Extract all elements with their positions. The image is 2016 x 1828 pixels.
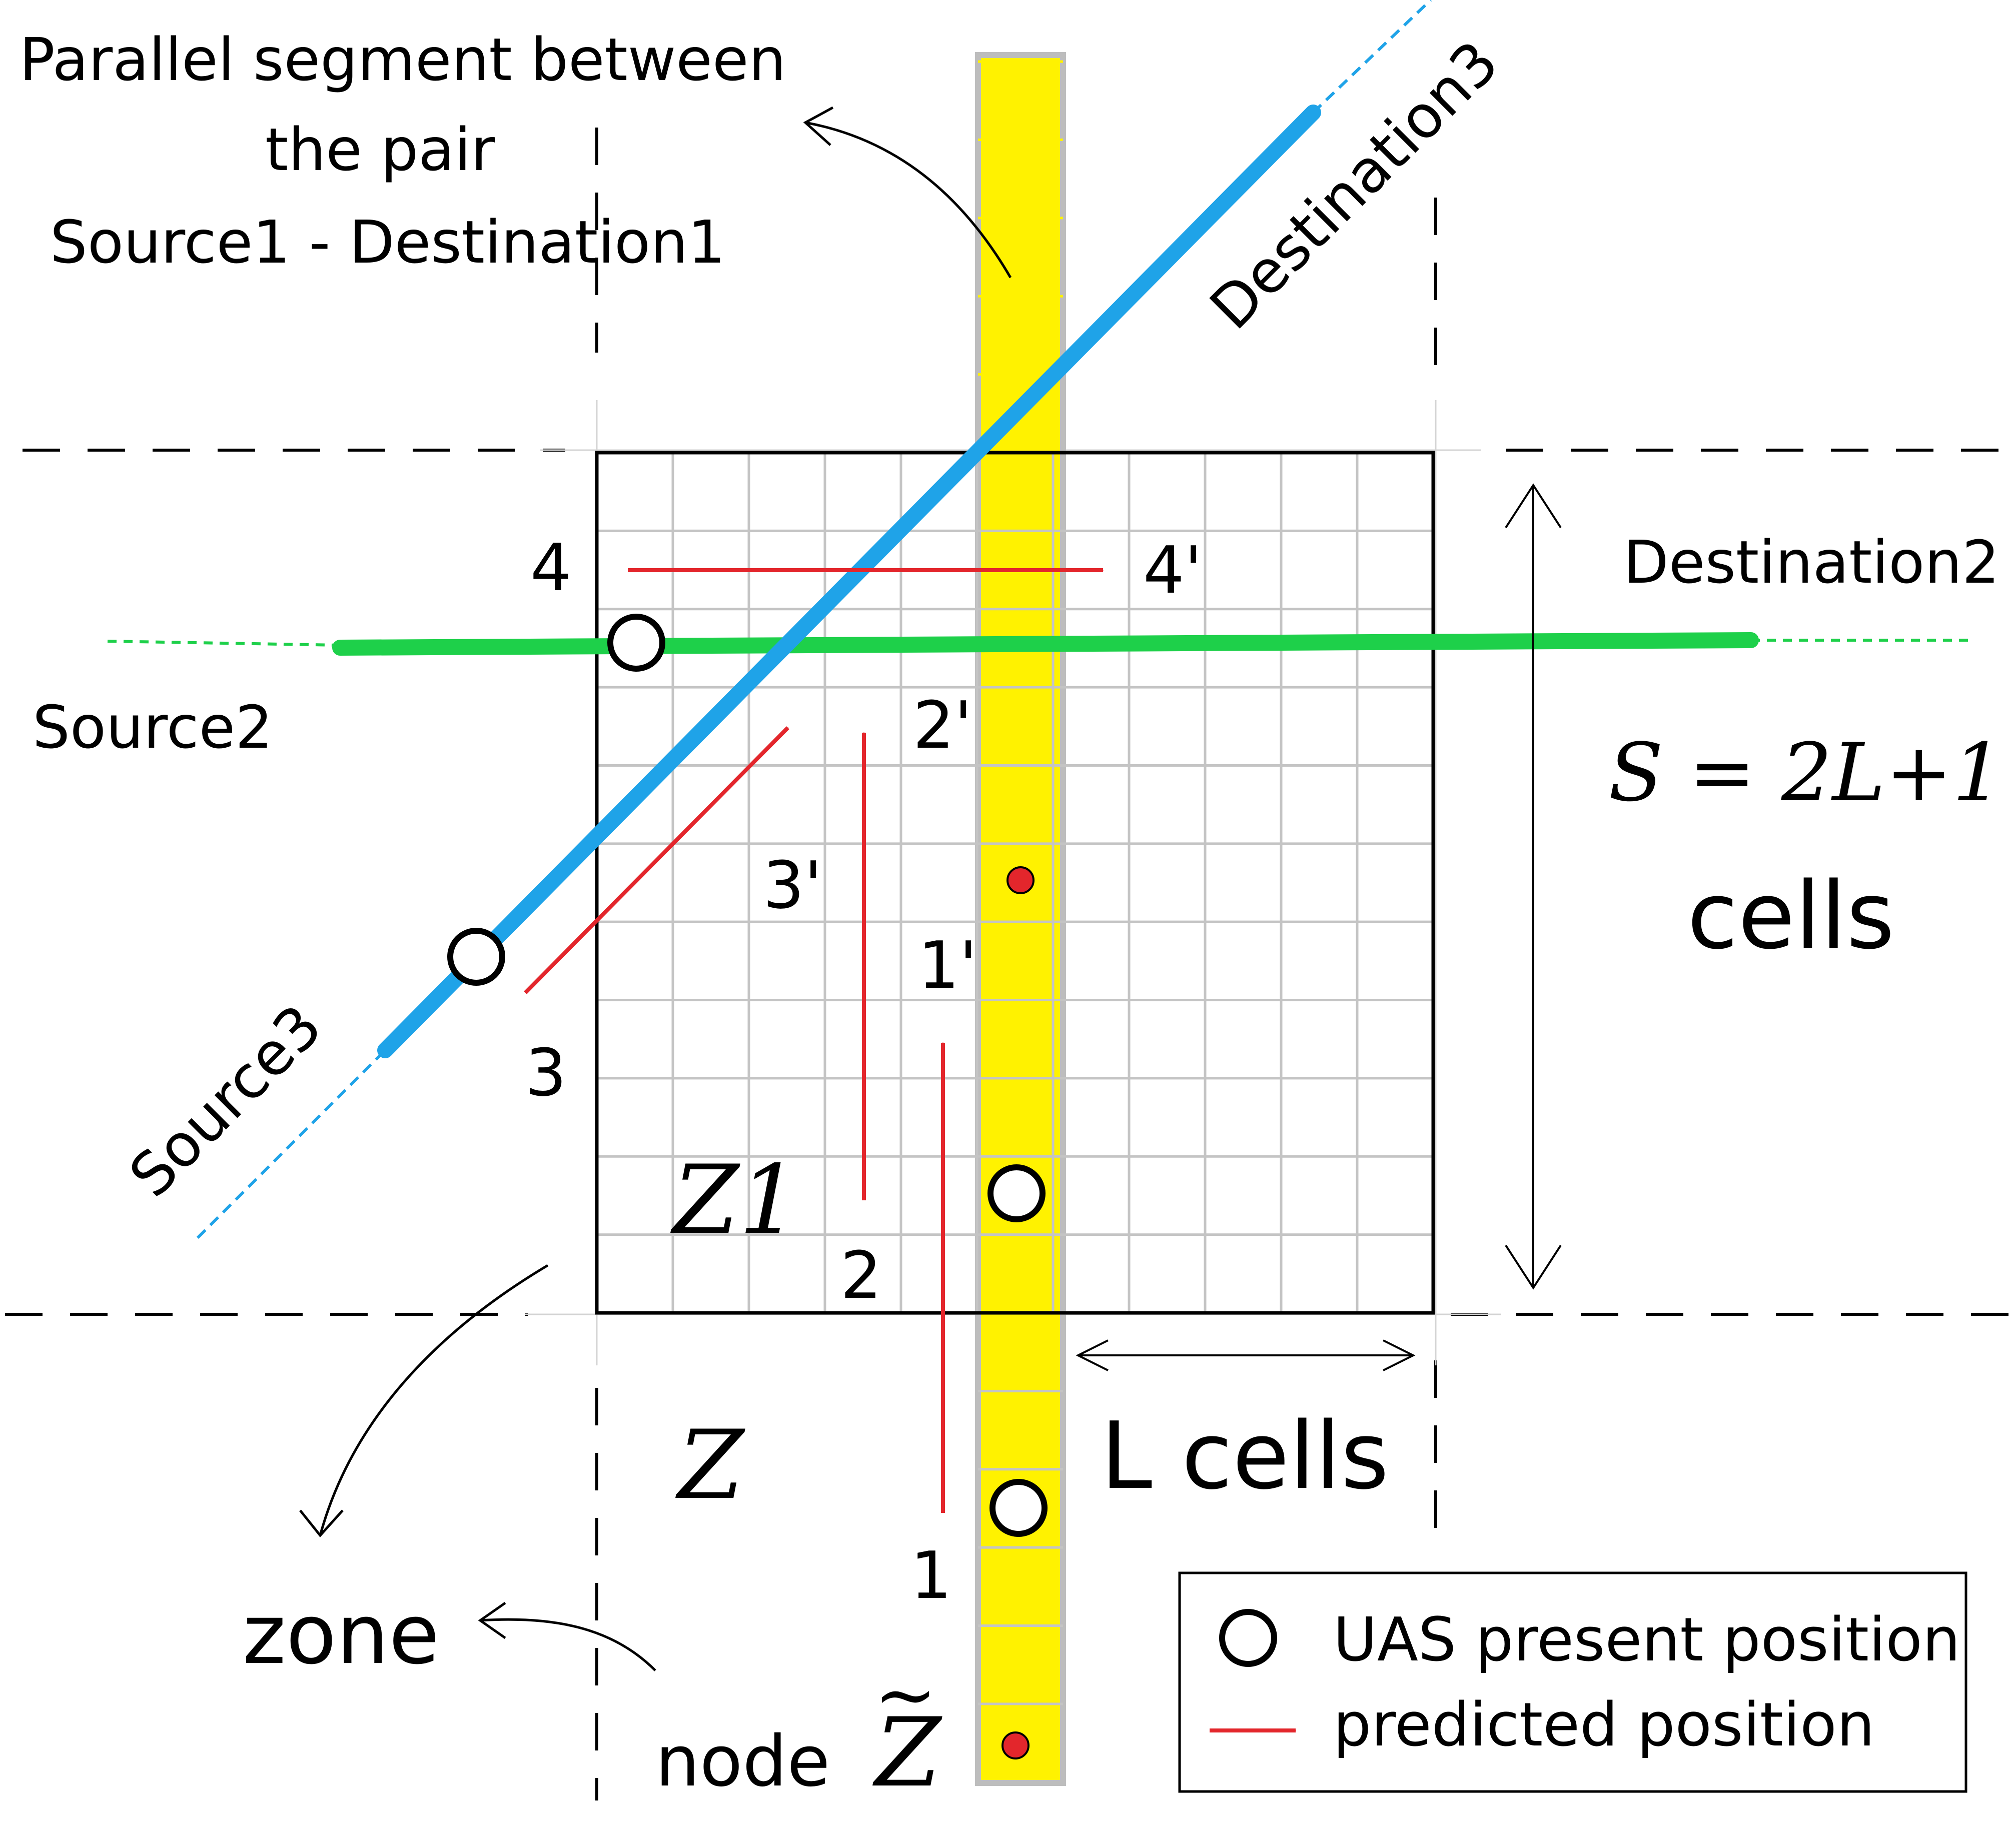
parallel-label-line2: the pair bbox=[265, 115, 495, 184]
predicted-dots bbox=[1001, 866, 1035, 1759]
label-4-prime: 4' bbox=[1143, 532, 1202, 608]
zone-outline bbox=[595, 451, 1435, 1315]
predicted-dot-2 bbox=[1001, 1731, 1030, 1759]
s-formula: S = 2L+1 bbox=[1608, 726, 2003, 819]
label-3: 3 bbox=[525, 1035, 567, 1111]
parallel-label-line3: Source1 - Destination1 bbox=[50, 208, 725, 277]
source3-label: Source3 bbox=[116, 992, 335, 1210]
label-2-prime: 2' bbox=[913, 687, 972, 763]
parallel-label-line1: Parallel segment between bbox=[20, 25, 786, 94]
label-3-prime: 3' bbox=[763, 847, 822, 923]
corridor-cell-lines bbox=[978, 60, 1063, 1705]
uas-position-corridor-2 bbox=[989, 1479, 1048, 1537]
predicted-arrows bbox=[524, 568, 1104, 1513]
annotation-arrows bbox=[299, 106, 1012, 1671]
z1-label: Z1 bbox=[670, 1145, 799, 1255]
predicted-dot-1 bbox=[1006, 866, 1035, 894]
z-tilde-mark: ~ bbox=[874, 1651, 937, 1738]
legend-predicted-label: predicted position bbox=[1333, 1690, 1875, 1760]
z-tilde-letter: Z bbox=[872, 1697, 942, 1808]
green-path bbox=[107, 632, 1973, 656]
legend-uas-label: UAS present position bbox=[1333, 1605, 1960, 1675]
path-number-labels: 1 1' 2 2' 3 3' 4 4' bbox=[525, 530, 1202, 1613]
legend-box bbox=[1178, 1571, 1967, 1793]
destination2-label: Destination2 bbox=[1623, 528, 1999, 597]
uas-position-corridor-1 bbox=[987, 1164, 1046, 1222]
node-label: node bbox=[655, 1721, 830, 1802]
legend: UAS present position predicted position bbox=[1178, 1571, 1967, 1793]
zone-label: zone bbox=[243, 1586, 440, 1682]
label-2: 2 bbox=[840, 1237, 882, 1313]
label-1: 1 bbox=[910, 1537, 952, 1613]
uas-position-green bbox=[607, 614, 665, 672]
dimension-arrows bbox=[1076, 483, 1562, 1371]
cell-grid bbox=[597, 453, 1433, 1313]
uas-position-blue bbox=[447, 928, 505, 986]
zone-boundary-lines bbox=[5, 128, 2016, 1800]
legend-circle-icon bbox=[1219, 1609, 1277, 1667]
cells-label: cells bbox=[1687, 862, 1895, 970]
blue-path bbox=[196, 0, 1432, 1239]
uas-positions bbox=[447, 614, 1048, 1537]
l-cells-label: L cells bbox=[1101, 1402, 1389, 1510]
source2-label: Source2 bbox=[33, 693, 273, 762]
arrow-3 bbox=[524, 726, 789, 994]
label-4: 4 bbox=[530, 530, 572, 606]
z-label: Z bbox=[675, 1410, 745, 1520]
label-1-prime: 1' bbox=[918, 927, 977, 1003]
